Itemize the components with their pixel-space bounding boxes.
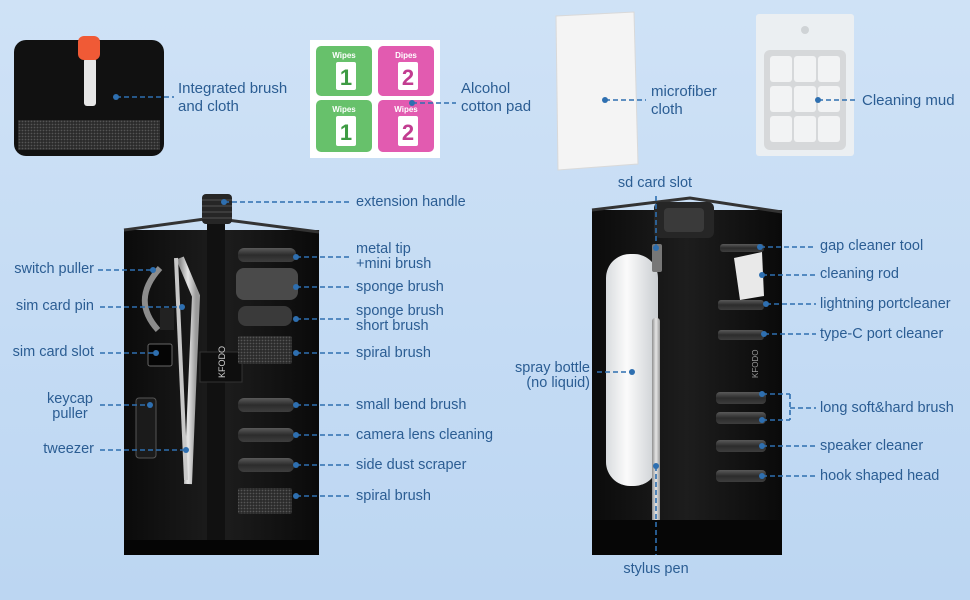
brush-cloth-bristles (18, 120, 160, 150)
label-cleaning-mud: Cleaning mud (862, 92, 955, 109)
packet-2-brand: Dipes (395, 51, 417, 60)
packet-4-number: 2 (402, 120, 414, 145)
right-kit-device: KFODO (591, 196, 783, 555)
packet-1-brand: Wipes (332, 51, 356, 60)
label-extension-handle: extension handle (356, 194, 466, 210)
speaker-cleaner-part (716, 440, 766, 452)
label-sd-card-slot: sd card slot (617, 175, 693, 191)
sd-card-slot-part (652, 244, 662, 272)
packet-4-brand: Wipes (394, 105, 418, 114)
label-spiral-brush-2: spiral brush (356, 488, 431, 504)
right-kit-brand: KFODO (751, 350, 760, 378)
left-kit-brand: KFODO (217, 346, 227, 378)
packet-1-number: 1 (340, 65, 352, 90)
label-speaker-cleaner: speaker cleaner (820, 438, 924, 454)
label-switch-puller: switch puller (14, 261, 94, 277)
label-metal-tip: metal tip+mini brush (356, 241, 432, 272)
brush-slider-knob (78, 36, 100, 60)
cleaning-mud-accessory (756, 14, 854, 156)
sponge-short-brush-tool (238, 306, 292, 326)
label-side-dust-scraper: side dust scraper (356, 457, 467, 473)
left-kit-strap (199, 351, 243, 383)
stylus-pen-part (652, 318, 660, 550)
alcohol-pad-accessory: Wipes Dipes Wipes Wipes 1 2 1 2 (310, 40, 440, 158)
label-type-c-cleaner: type-C port cleaner (820, 326, 944, 342)
side-dust-scraper-tool (238, 458, 294, 472)
left-kit-device: KFODO (123, 194, 320, 555)
leader-lines (98, 94, 858, 555)
mud-bag-hole (801, 26, 809, 34)
label-gap-cleaner: gap cleaner tool (820, 238, 924, 254)
camera-lens-tool (238, 428, 294, 442)
label-hook-head: hook shaped head (820, 468, 940, 484)
type-c-cleaner-part (718, 330, 764, 340)
sponge-brush-tool (236, 268, 298, 300)
packet-3-number: 1 (340, 120, 352, 145)
microfiber-cloth-accessory (555, 11, 639, 171)
label-sim-card-pin: sim card pin (15, 298, 94, 314)
long-brush-part-1 (716, 392, 766, 404)
brush-slider-track (84, 58, 96, 106)
label-camera-lens: camera lens cleaning (356, 427, 494, 443)
label-long-brush: long soft&hard brush (820, 400, 954, 416)
microfiber-cloth (555, 11, 639, 171)
small-bend-brush-tool (238, 398, 294, 412)
packet-3-brand: Wipes (332, 105, 356, 114)
brush-cloth-accessory (14, 36, 164, 156)
label-stylus-pen: stylus pen (623, 561, 689, 577)
label-tweezer: tweezer (43, 441, 94, 457)
keycap-puller-tool (135, 397, 157, 459)
sim-card-slot-part (147, 343, 173, 367)
label-sim-card-slot: sim card slot (12, 344, 94, 360)
gap-cleaner-part (734, 252, 764, 300)
hook-head-part (716, 470, 766, 482)
lightning-cleaner-part (718, 300, 764, 310)
label-cleaning-rod: cleaning rod (820, 266, 899, 282)
metal-tip-tool (238, 248, 296, 262)
label-sponge-brush: sponge brush (356, 279, 444, 295)
long-brush-part-2 (716, 412, 766, 424)
label-spray-bottle: spray bottle(no liquid) (515, 360, 590, 391)
label-lightning-cleaner: lightning portcleaner (820, 296, 951, 312)
extension-handle-knob (202, 194, 232, 224)
label-small-bend-brush: small bend brush (356, 397, 467, 413)
left-kit-center-spine (207, 222, 225, 552)
spiral-brush-2-tool (238, 488, 292, 514)
switch-puller-tool (141, 265, 163, 333)
label-spiral-brush: spiral brush (356, 345, 431, 361)
packet-2-number: 2 (402, 65, 414, 90)
tweezer-tool (176, 256, 201, 485)
spiral-brush-tool (238, 336, 292, 364)
